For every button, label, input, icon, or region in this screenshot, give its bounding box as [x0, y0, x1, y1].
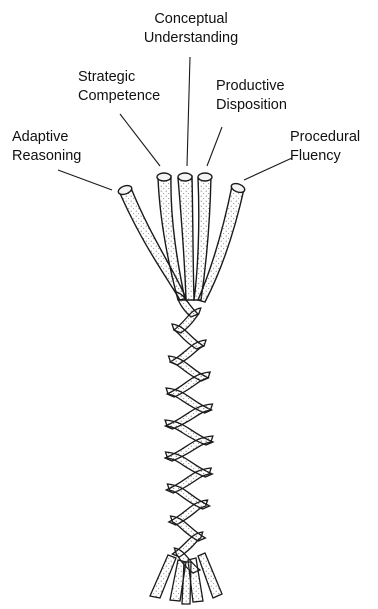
strand-end-strategic — [157, 173, 171, 181]
leader-line-productive — [207, 127, 222, 166]
label-productive-line1: Productive — [216, 77, 287, 96]
label-conceptual-line2: Understanding — [130, 29, 252, 48]
label-strategic-line2: Competence — [78, 87, 160, 106]
strand-end-productive — [198, 173, 212, 181]
frayed-end-5 — [182, 562, 191, 604]
leader-line-strategic — [120, 114, 160, 166]
leader-line-procedural — [244, 158, 292, 180]
label-adaptive-line2: Reasoning — [12, 147, 81, 166]
label-conceptual-understanding: Conceptual Understanding — [130, 10, 252, 48]
leader-line-adaptive — [58, 170, 112, 190]
label-adaptive-reasoning: Adaptive Reasoning — [12, 128, 81, 166]
label-productive-line2: Disposition — [216, 96, 287, 115]
label-productive-disposition: Productive Disposition — [216, 77, 287, 115]
strand-end-conceptual — [178, 173, 192, 181]
label-procedural-fluency: Procedural Fluency — [290, 128, 360, 166]
braid-body — [165, 292, 213, 573]
label-procedural-line2: Fluency — [290, 147, 360, 166]
loose-strands — [117, 173, 246, 302]
label-strategic-line1: Strategic — [78, 68, 160, 87]
leader-line-conceptual — [187, 57, 190, 166]
label-conceptual-line1: Conceptual — [130, 10, 252, 29]
label-adaptive-line1: Adaptive — [12, 128, 81, 147]
label-strategic-competence: Strategic Competence — [78, 68, 160, 106]
label-procedural-line1: Procedural — [290, 128, 360, 147]
